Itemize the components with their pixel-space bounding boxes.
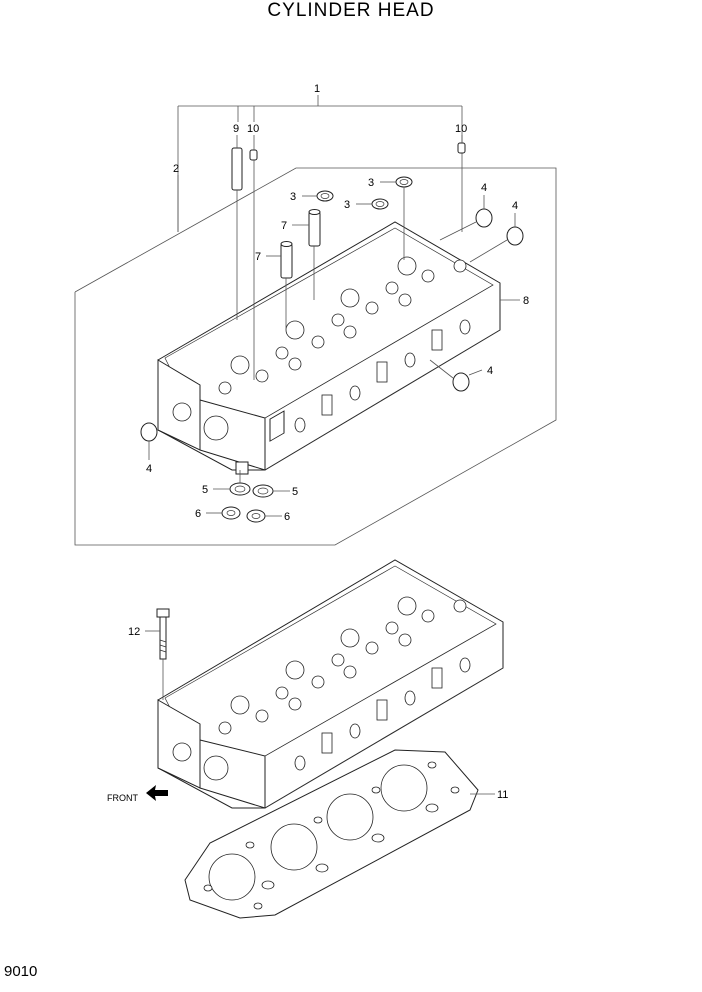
seal-5a xyxy=(213,482,251,496)
page-code: 9010 xyxy=(4,963,38,980)
assembly-frame xyxy=(74,167,557,546)
callout-6a: 6 xyxy=(195,508,201,520)
callout-10a: 10 xyxy=(247,123,259,135)
callout-1: 1 xyxy=(314,83,320,95)
callout-9: 9 xyxy=(233,123,239,135)
head-bolt-12 xyxy=(145,608,170,700)
callout-6b: 6 xyxy=(284,511,290,523)
plug-4b xyxy=(469,213,524,263)
plug-4a xyxy=(439,195,493,241)
guide-pin-9 xyxy=(231,135,243,320)
dowel-10-left xyxy=(249,135,258,380)
callout-10b: 10 xyxy=(455,123,467,135)
callout-7b: 7 xyxy=(255,251,261,263)
washer-6b xyxy=(246,509,282,523)
head-gasket-11 xyxy=(184,749,495,919)
callout-5b: 5 xyxy=(292,486,298,498)
washer-6a xyxy=(206,506,241,520)
callout-4d: 4 xyxy=(146,463,152,475)
front-label: FRONT xyxy=(107,793,138,803)
callout-7a: 7 xyxy=(281,220,287,232)
seal-5b xyxy=(252,484,290,498)
callout-4c: 4 xyxy=(487,365,493,377)
callout-3a: 3 xyxy=(290,191,296,203)
callout-5a: 5 xyxy=(202,484,208,496)
cylinder-head-upper xyxy=(157,221,501,475)
dowel-10-right xyxy=(457,135,466,154)
callout-3c: 3 xyxy=(368,177,374,189)
callout-8: 8 xyxy=(523,295,529,307)
callout-4b: 4 xyxy=(512,200,518,212)
callout-2: 2 xyxy=(173,163,179,175)
page-title: CYLINDER HEAD xyxy=(267,0,435,21)
seal-3a xyxy=(302,190,334,202)
callout-12: 12 xyxy=(128,626,140,638)
front-arrow-icon xyxy=(146,785,168,801)
plug-4d xyxy=(140,422,158,460)
callout-11: 11 xyxy=(497,789,508,801)
callout-3b: 3 xyxy=(344,199,350,211)
callout-1-leader xyxy=(177,95,463,232)
callout-4a: 4 xyxy=(481,182,487,194)
plug-4c xyxy=(429,359,483,392)
seal-3c xyxy=(380,176,413,260)
cylinder-head-lower xyxy=(157,559,504,809)
valve-guide-7a xyxy=(292,209,321,300)
seal-3b xyxy=(356,198,389,210)
valve-guide-7b xyxy=(266,241,293,330)
